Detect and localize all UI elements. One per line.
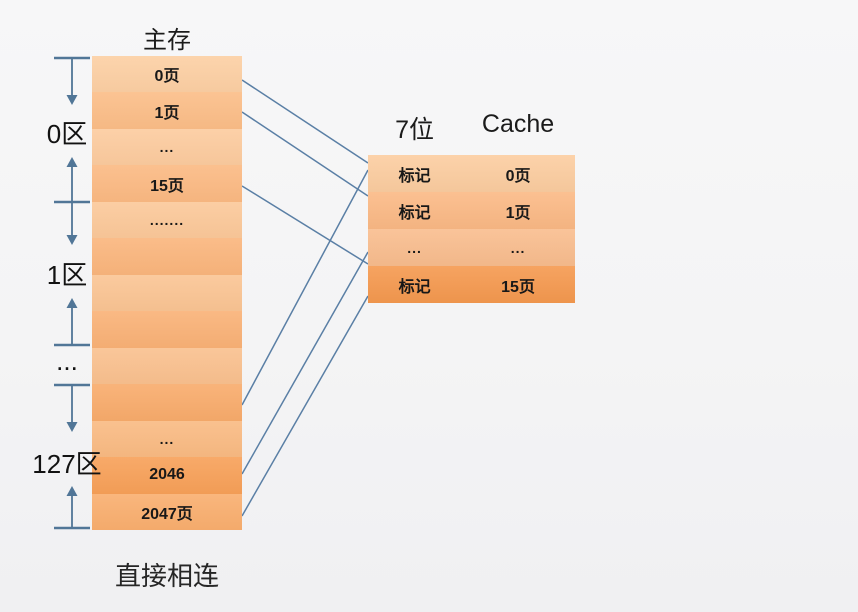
zone-bracket-127 — [54, 383, 90, 530]
down-arrowhead-icon — [66, 95, 78, 105]
memory-row-page15: 15页 — [92, 165, 242, 202]
zone-label-0: 0区 — [46, 119, 88, 149]
memory-row — [92, 347, 242, 385]
cache-page-cell: 1页 — [505, 204, 531, 222]
zone-label-127: 127区 — [32, 449, 102, 479]
cache-header: 7位 Cache — [368, 110, 575, 146]
zone-bracket-0 — [54, 56, 90, 204]
zone-label-ellipsis: ... — [56, 346, 78, 376]
memory-row-label: ... — [159, 430, 175, 447]
memory-row-ellipsis: ....... — [92, 201, 242, 239]
cache-title: Cache — [481, 110, 555, 138]
memory-row-label: 15页 — [150, 177, 184, 195]
cache-table: 标记 0页 标记 1页 ... ... 标记 15页 — [368, 155, 575, 303]
memory-row-ellipsis: ... — [92, 420, 242, 458]
memory-row-label: ... — [159, 139, 175, 156]
memory-row-label: 0页 — [154, 68, 180, 86]
up-arrowhead-icon — [66, 298, 78, 308]
diagram-caption: 直接相连 — [114, 561, 219, 591]
connector-mem-page2047-to-cache-page15 — [241, 295, 369, 517]
cache-tag-cell: ... — [407, 239, 422, 256]
cache-row-ellipsis: ... ... — [368, 229, 575, 266]
connector-mem-page1-to-cache-page1 — [241, 111, 369, 197]
cache-tag-cell: 标记 — [398, 167, 431, 185]
down-arrowhead-icon — [66, 235, 78, 245]
cache-row-page1: 标记 1页 — [368, 192, 575, 229]
memory-row-page2046: 2046 — [92, 457, 242, 494]
memory-row — [92, 384, 242, 421]
memory-row-label: ....... — [149, 212, 185, 229]
memory-row-page0: 0页 — [92, 56, 242, 93]
memory-row-page2047: 2047页 — [92, 493, 242, 531]
memory-row-label: 2046 — [149, 466, 185, 484]
memory-row-label: 2047页 — [141, 505, 193, 523]
down-arrowhead-icon — [66, 422, 78, 432]
cache-row-page0: 标记 0页 — [368, 155, 575, 192]
connector-mem-page15-to-cache-page15 — [241, 185, 369, 265]
up-arrowhead-icon — [66, 486, 78, 496]
memory-row — [92, 311, 242, 348]
cache-page-cell: 15页 — [501, 278, 535, 296]
up-arrowhead-icon — [66, 157, 78, 167]
cache-page-cell: 0页 — [505, 167, 531, 185]
connector-mem-page2046-to-cache — [241, 251, 369, 475]
memory-row — [92, 238, 242, 275]
main-memory-column: 0页 1页 ... 15页 ....... ... 2046 2047页 — [92, 56, 242, 531]
connector-mem-page0-to-cache-page0 — [241, 79, 369, 164]
memory-row-page1: 1页 — [92, 92, 242, 129]
memory-row-label: 1页 — [154, 104, 180, 122]
cache-tag-cell: 标记 — [398, 204, 431, 222]
connector-mem-zone127-page0-to-cache-page0 — [241, 169, 369, 406]
memory-row — [92, 274, 242, 312]
cache-tag-cell: 标记 — [398, 278, 431, 296]
main-memory-title: 主存 — [143, 27, 191, 54]
mapping-lines — [241, 79, 369, 517]
cache-tag-bits-label: 7位 — [395, 116, 435, 144]
cache-row-page15: 标记 15页 — [368, 266, 575, 303]
zone-label-1: 1区 — [46, 260, 88, 290]
zone-bracket-1 — [54, 203, 90, 347]
cache-page-cell: ... — [510, 239, 526, 256]
memory-row-ellipsis: ... — [92, 128, 242, 166]
